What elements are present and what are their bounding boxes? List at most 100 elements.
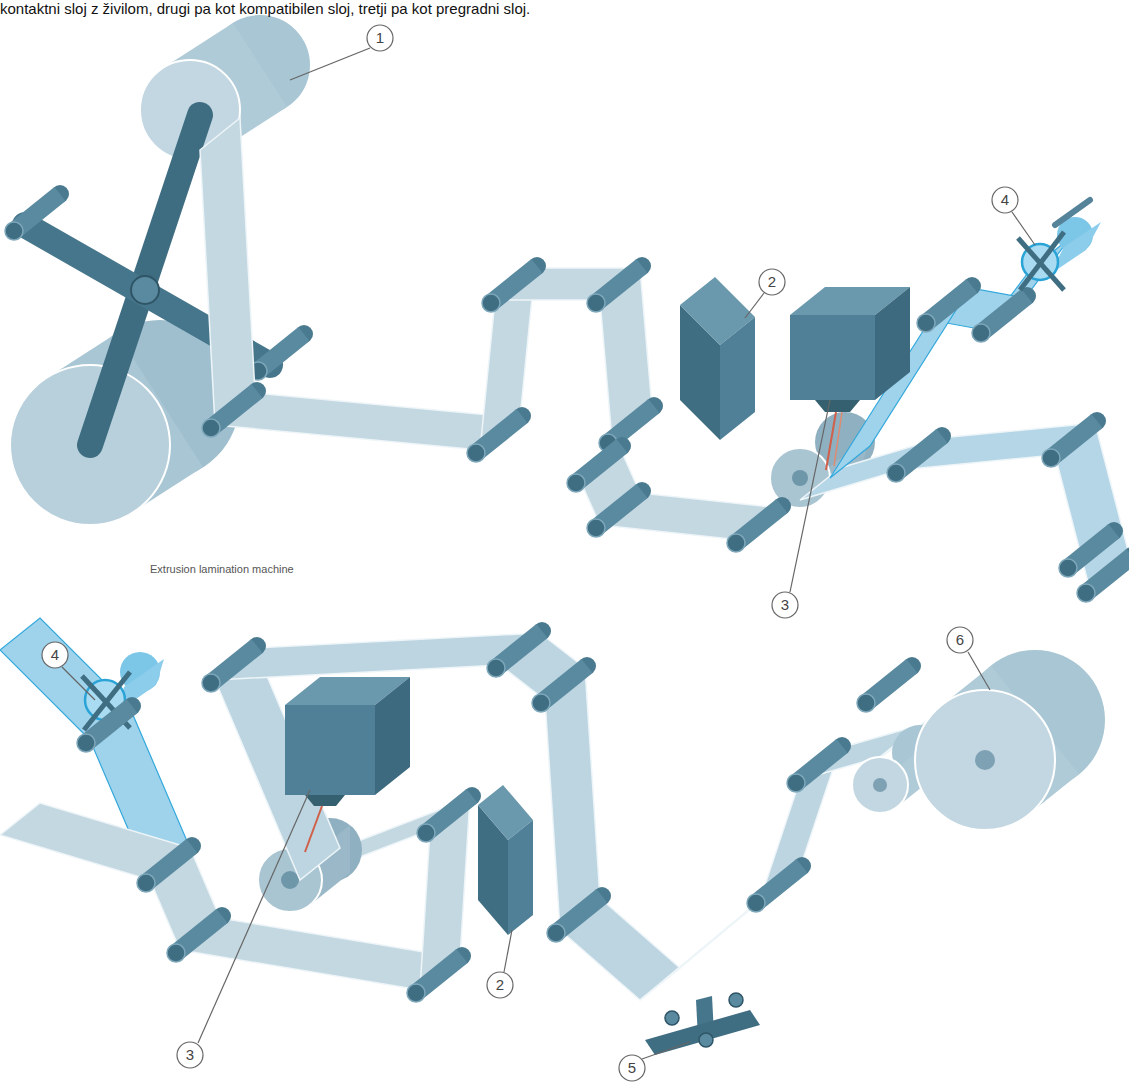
callout-circle [177, 1042, 203, 1068]
roller [482, 257, 546, 312]
callout-circle [487, 972, 513, 998]
web [545, 668, 600, 930]
roller [5, 185, 69, 240]
roller [587, 482, 651, 537]
box-face [790, 315, 875, 400]
melt-curtain [305, 806, 322, 852]
callout-number: 3 [177, 1042, 203, 1068]
roller [547, 887, 611, 942]
callout-circle [42, 642, 68, 668]
callout-number: 2 [487, 972, 513, 998]
die [305, 795, 345, 806]
box-face [508, 820, 533, 935]
roller [417, 787, 481, 842]
web [200, 118, 255, 425]
leader-line [745, 293, 764, 318]
extruder-box [790, 287, 910, 470]
leader-line [1012, 212, 1035, 245]
roll-hub [792, 470, 808, 486]
roller [467, 407, 531, 462]
roller [167, 907, 231, 962]
die [815, 400, 860, 412]
treater-box [478, 785, 533, 935]
callouts [42, 25, 1035, 1081]
roller [202, 382, 266, 437]
leader-line [198, 790, 310, 1043]
roller [747, 857, 811, 912]
extruder-box [285, 677, 410, 852]
callout-circle [759, 269, 785, 295]
roll-hub [975, 750, 995, 770]
substrate-web [0, 618, 190, 880]
roller [787, 737, 851, 792]
callout-number: 5 [619, 1055, 645, 1081]
leader-line [290, 48, 370, 80]
roller [599, 397, 663, 452]
roller [1059, 522, 1123, 577]
rollers [202, 257, 1129, 602]
leader-line [62, 667, 95, 700]
callout-number: 6 [947, 627, 973, 653]
roll-hub [873, 778, 887, 792]
body-text: kontaktni sloj z živilom, drugi pa kot k… [0, 0, 530, 17]
box-face [375, 677, 410, 795]
leader-line [968, 652, 990, 690]
callout-number: 2 [759, 269, 785, 295]
roller [407, 947, 471, 1002]
callout-circle [992, 187, 1018, 213]
turret-rod [1055, 200, 1090, 225]
roller [77, 697, 141, 752]
callout-circle [367, 25, 393, 51]
slitter-knife [665, 1011, 679, 1025]
rollers [77, 622, 921, 1002]
rewinder [852, 650, 1105, 830]
roller [137, 837, 201, 892]
roll-face [852, 757, 908, 813]
roller [532, 657, 596, 712]
callout-number: 3 [772, 592, 798, 618]
box-face [720, 317, 755, 440]
slitter [645, 993, 760, 1055]
roller [857, 657, 921, 712]
substrate-unwinder [1018, 200, 1101, 290]
slitter-knife [729, 993, 743, 1007]
roll-face [915, 690, 1055, 830]
callout-circle [619, 1055, 645, 1081]
roller [202, 637, 266, 692]
treater-box [680, 277, 755, 440]
leader-line [504, 930, 512, 972]
web-path [0, 798, 470, 990]
roller [887, 427, 951, 482]
slitter-hub [699, 1033, 713, 1047]
callout-number: 1 [367, 25, 393, 51]
web [215, 393, 520, 450]
leader-line [642, 1042, 690, 1059]
figure-caption: Extrusion lamination machine [150, 563, 294, 576]
unwinder-turret [5, 15, 313, 525]
roller [727, 497, 791, 552]
melt-curtain [834, 412, 842, 466]
roller [487, 622, 551, 677]
callout-number: 4 [992, 187, 1018, 213]
callout-number: 4 [42, 642, 68, 668]
laminate-web [215, 633, 1025, 1000]
callout-circle [947, 627, 973, 653]
roll-hub [281, 871, 299, 889]
web-path [200, 118, 840, 540]
roller [587, 257, 651, 312]
roller [917, 277, 981, 332]
roller [249, 325, 313, 380]
roller [567, 437, 631, 492]
box-face [285, 705, 375, 795]
box-face [875, 287, 910, 400]
roller [972, 287, 1036, 342]
callout-circle [772, 592, 798, 618]
roller [1042, 412, 1106, 467]
web [180, 918, 460, 990]
turret-arm [1020, 232, 1064, 290]
turret-hub [131, 276, 159, 304]
leader-line [790, 400, 830, 592]
slitter-bar [645, 1010, 760, 1055]
